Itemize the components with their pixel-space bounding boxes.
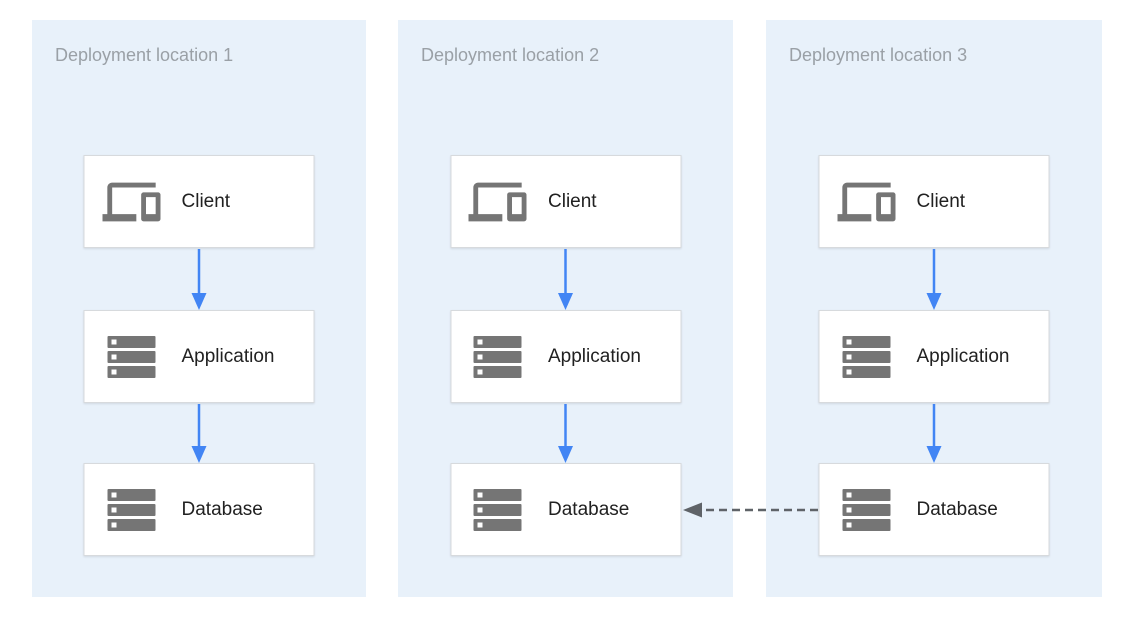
node-client-loc3: Client (818, 155, 1050, 248)
server-icon (100, 488, 163, 531)
devices-icon (100, 173, 163, 231)
node-label: Application (916, 345, 1010, 367)
node-label: Database (548, 498, 630, 520)
node-label: Client (916, 190, 966, 212)
node-label: Client (548, 190, 597, 212)
server-icon (835, 335, 898, 378)
node-application-loc3: Application (818, 310, 1050, 403)
node-application-loc2: Application (450, 310, 681, 403)
panel-title: Deployment location 1 (55, 45, 234, 65)
deployment-location-1-panel: Deployment location 1 Client Application… (32, 20, 366, 597)
panel-title: Deployment location 3 (789, 45, 968, 65)
server-icon (100, 335, 163, 378)
node-label: Database (916, 498, 998, 520)
deployment-location-3-panel: Deployment location 3 Client Application… (766, 20, 1102, 597)
node-label: Application (181, 345, 275, 367)
server-icon (466, 335, 529, 378)
server-icon (466, 488, 529, 531)
deployment-location-2-panel: Deployment location 2 Client Application… (398, 20, 733, 597)
devices-icon (466, 173, 529, 231)
node-label: Application (548, 345, 641, 367)
node-application-loc1: Application (83, 310, 315, 403)
devices-icon (835, 173, 898, 231)
node-database-loc2: Database (450, 463, 681, 556)
node-database-loc3: Database (818, 463, 1050, 556)
node-label: Client (181, 190, 231, 212)
node-label: Database (181, 498, 263, 520)
server-icon (835, 488, 898, 531)
node-client-loc2: Client (450, 155, 681, 248)
node-client-loc1: Client (83, 155, 315, 248)
panel-title: Deployment location 2 (421, 45, 600, 65)
node-database-loc1: Database (83, 463, 315, 556)
